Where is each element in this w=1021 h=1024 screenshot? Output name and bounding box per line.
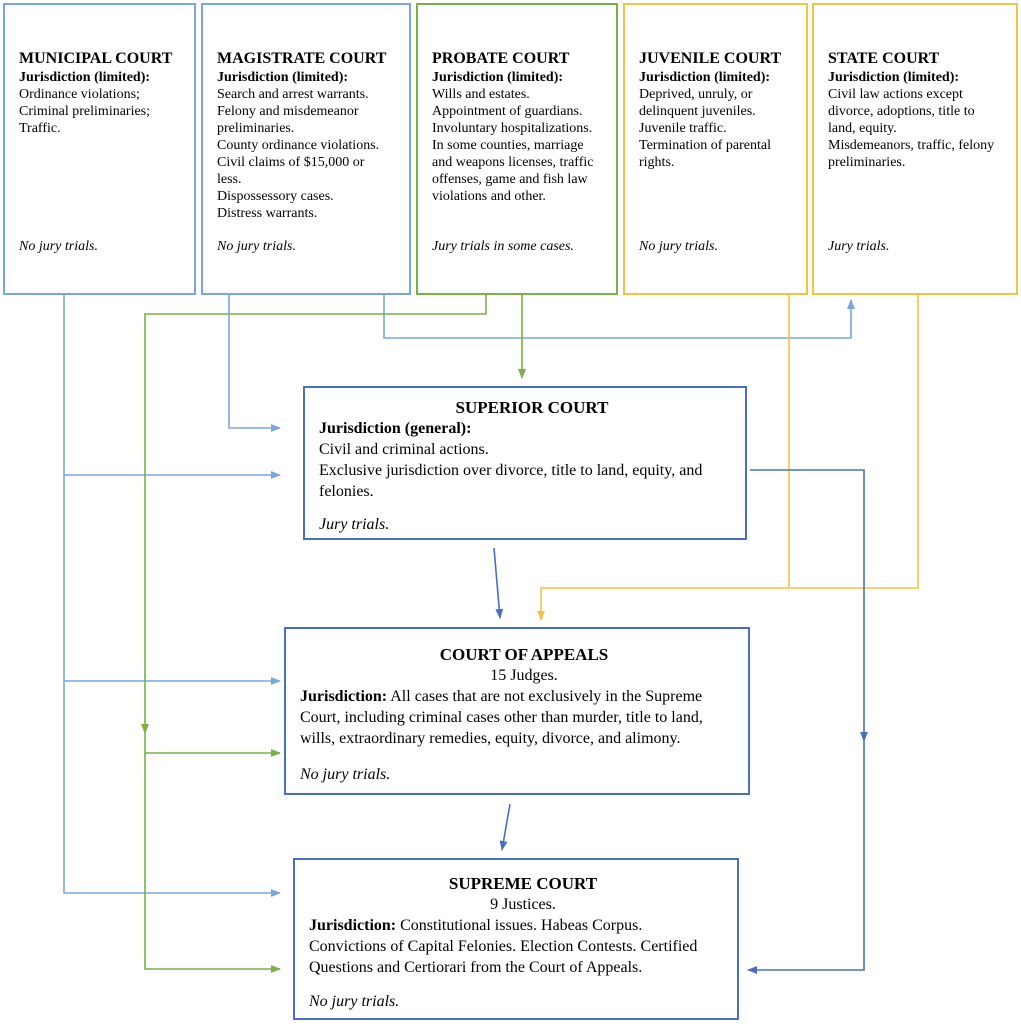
municipal-court-jurisdiction-label: Jurisdiction (limited):: [19, 70, 151, 85]
probate-court-jurisdiction-label: Jurisdiction (limited):: [432, 70, 564, 85]
supreme-court-box: SUPREME COURT 9 Justices. Jurisdiction: …: [293, 858, 739, 1020]
probate-court-box: PROBATE COURT Jurisdiction (limited): Wi…: [416, 3, 618, 295]
state-court-line: preliminaries.: [828, 155, 906, 170]
magistrate-court-line: County ordinance violations.: [217, 138, 380, 153]
juvenile-court-title: JUVENILE COURT: [639, 50, 782, 67]
court-of-appeals-title: COURT OF APPEALS: [439, 645, 609, 664]
supreme-court-justices: 9 Justices.: [490, 896, 556, 913]
municipal-to-appeals-arrow: [63, 475, 281, 685]
probate-to-supreme-arrow: [144, 733, 281, 973]
state-court-title: STATE COURT: [828, 50, 940, 67]
state-court-line: Civil law actions except: [828, 87, 963, 102]
magistrate-court-line: preliminaries.: [217, 121, 295, 136]
magistrate-court-line: Dispossessory cases.: [217, 189, 334, 204]
magistrate-court-line: Felony and misdemeanor: [217, 104, 359, 119]
superior-court-box: SUPERIOR COURT Jurisdiction (general): C…: [303, 386, 747, 540]
magistrate-to-state-arrow: [383, 294, 855, 339]
magistrate-court-title: MAGISTRATE COURT: [217, 50, 387, 67]
court-of-appeals-line: wills, extraordinary remedies, equity, d…: [300, 730, 681, 747]
superior-court-line: Civil and criminal actions.: [319, 441, 489, 458]
municipal-to-supreme-arrow: [63, 681, 281, 897]
superior-court-line: Exclusive jurisdiction over divorce, tit…: [319, 462, 703, 479]
state-to-appeals-arrow: [537, 294, 919, 621]
state-court-line: land, equity.: [828, 121, 897, 136]
probate-court-jury: Jury trials in some cases.: [432, 239, 574, 254]
probate-court-line: Wills and estates.: [432, 87, 530, 102]
juvenile-court-line: Juvenile traffic.: [639, 121, 727, 136]
municipal-court-line: Traffic.: [19, 121, 61, 136]
municipal-court-jury: No jury trials.: [19, 239, 98, 254]
juvenile-court-jury: No jury trials.: [639, 239, 718, 254]
state-court-jurisdiction-label: Jurisdiction (limited):: [828, 70, 960, 85]
court-of-appeals-jury: No jury trials.: [300, 766, 391, 783]
magistrate-court-box: MAGISTRATE COURT Jurisdiction (limited):…: [201, 3, 411, 295]
juvenile-court-line: delinquent juveniles.: [639, 104, 756, 119]
court-of-appeals-line: Court, including criminal cases other th…: [300, 709, 703, 726]
superior-to-appeals-arrow: [493, 547, 504, 619]
supreme-court-line: Convictions of Capital Felonies. Electio…: [309, 938, 698, 955]
municipal-court-line: Ordinance violations;: [19, 87, 140, 102]
court-of-appeals-box: COURT OF APPEALS 15 Judges. Jurisdiction…: [284, 627, 750, 795]
magistrate-court-line: Civil claims of $15,000 or: [217, 155, 365, 170]
superior-court-title: SUPERIOR COURT: [455, 398, 609, 417]
state-court-jury: Jury trials.: [828, 239, 890, 254]
juvenile-court-jurisdiction-label: Jurisdiction (limited):: [639, 70, 771, 85]
court-of-appeals-line: All cases that are not exclusively in th…: [390, 688, 703, 705]
probate-court-line: Involuntary hospitalizations.: [432, 121, 593, 136]
superior-to-supreme-arrow: [747, 741, 865, 974]
court-of-appeals-jurisdiction-label: Jurisdiction:: [300, 688, 388, 705]
municipal-court-title: MUNICIPAL COURT: [19, 50, 173, 67]
probate-court-line: Appointment of guardians.: [432, 104, 583, 119]
magistrate-court-line: less.: [217, 172, 242, 187]
superior-court-jury: Jury trials.: [319, 516, 390, 533]
juvenile-court-line: Termination of parental: [639, 138, 771, 153]
municipal-court-line: Criminal preliminaries;: [19, 104, 151, 119]
probate-to-appeals-line: [141, 294, 487, 734]
court-of-appeals-judges: 15 Judges.: [490, 667, 558, 684]
appeals-to-supreme-arrow: [499, 803, 511, 851]
supreme-court-jury: No jury trials.: [309, 993, 400, 1010]
magistrate-court-jurisdiction-label: Jurisdiction (limited):: [217, 70, 349, 85]
municipal-to-superior-arrow: [63, 294, 281, 479]
magistrate-court-jury: No jury trials.: [217, 239, 296, 254]
juvenile-court-line: Deprived, unruly, or: [639, 87, 753, 102]
supreme-court-line: Constitutional issues. Habeas Corpus.: [400, 917, 643, 934]
magistrate-court-line: Distress warrants.: [217, 206, 318, 221]
superior-court-line: felonies.: [319, 483, 374, 500]
probate-court-line: In some counties, marriage: [432, 138, 584, 153]
state-court-line: divorce, adoptions, title to: [828, 104, 975, 119]
supreme-court-title: SUPREME COURT: [448, 874, 598, 893]
magistrate-court-line: Search and arrest warrants.: [217, 87, 369, 102]
probate-court-line: violations and other.: [432, 189, 546, 204]
superior-court-jurisdiction-label: Jurisdiction (general):: [319, 420, 472, 437]
municipal-court-box: MUNICIPAL COURT Jurisdiction (limited): …: [3, 3, 196, 295]
juvenile-court-box: JUVENILE COURT Jurisdiction (limited): D…: [623, 3, 808, 295]
supreme-court-line: Questions and Certiorari from the Court …: [309, 959, 643, 976]
probate-court-line: and weapons licenses, traffic: [432, 155, 594, 170]
state-court-box: STATE COURT Jurisdiction (limited): Civi…: [812, 3, 1018, 295]
magistrate-to-superior-arrow: [228, 294, 281, 432]
probate-court-title: PROBATE COURT: [432, 50, 570, 67]
probate-court-line: offenses, game and fish law: [432, 172, 588, 187]
state-court-line: Misdemeanors, traffic, felony: [828, 138, 995, 153]
juvenile-court-line: rights.: [639, 155, 675, 170]
supreme-court-jurisdiction-label: Jurisdiction:: [309, 917, 397, 934]
superior-to-supreme-line: [750, 469, 868, 742]
